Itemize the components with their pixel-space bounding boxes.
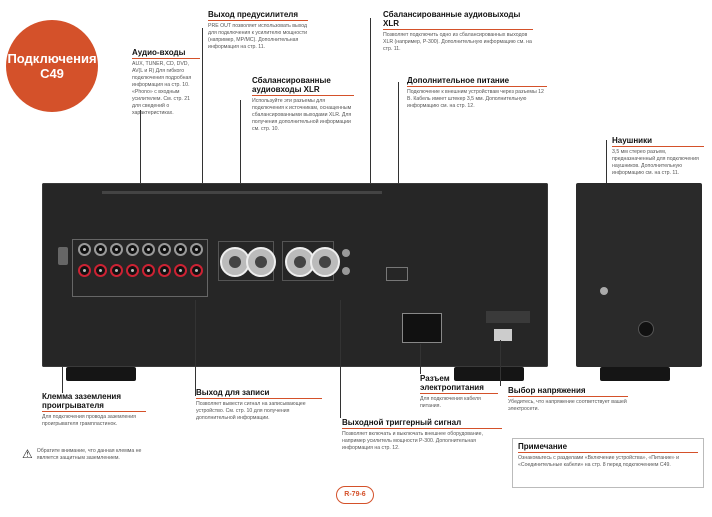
rca-jack[interactable] [174,264,187,277]
note-title: Примечание [518,442,568,451]
leader-line [500,340,501,386]
warning-text: Обратите внимание, что данная клемма не … [36,448,142,461]
bal-xlr-top-callout: Сбалансированные аудиовыходы XLR Позволя… [383,10,533,53]
rca-jack[interactable] [158,243,171,256]
note-text: Ознакомьтесь с разделами «Включение устр… [518,455,679,468]
side-knob[interactable] [638,321,654,337]
rca-jack[interactable] [158,264,171,277]
rca-jack[interactable] [110,264,123,277]
rca-jack[interactable] [142,243,155,256]
leader-line [370,18,371,218]
bal-xlr-top-title: Сбалансированные аудиовыходы XLR [383,10,521,28]
unit-foot [600,367,670,381]
rca-jack[interactable] [78,243,91,256]
aux-power-title: Дополнительное питание [407,76,510,85]
warning-callout: ⚠ Обратите внимание, что данная клемма н… [22,448,146,462]
pre-out-text: PRE OUT позволяет использовать выход для… [208,23,308,50]
note-box: Примечание Ознакомьтесь с разделами «Вкл… [512,438,704,488]
rec-out-title: Выход для записи [196,388,270,397]
headphones-callout: Наушники 3,5 мм стерео разъем, предназна… [612,136,704,177]
xlr-in-connector[interactable] [246,247,276,277]
ground-title: Клемма заземления проигрывателя [42,392,121,410]
audio-in-title: Аудио-входы [132,48,186,57]
trigger-jack[interactable] [342,249,350,257]
rec-out-callout: Выход для записи Позволяет вывести сигна… [196,388,322,422]
aux-power-jacks[interactable] [386,267,408,281]
headphones-title: Наушники [612,136,653,145]
power-conn-callout: Разъем электропитания Для подключения ка… [420,374,498,410]
side-panel [576,183,702,367]
voltage-callout: Выбор напряжения Убедитесь, что напряжен… [508,386,628,413]
rca-bank [72,239,208,297]
label-plate [486,311,530,323]
rca-jack[interactable] [94,264,107,277]
rca-jack[interactable] [94,243,107,256]
badge-line2: C49 [40,66,64,81]
trigger-jack[interactable] [342,267,350,275]
power-inlet[interactable] [402,313,442,343]
headphones-text: 3,5 мм стерео разъем, предназначенный дл… [612,149,699,176]
trigger-title: Выходной триггерный сигнал [342,418,462,427]
audio-in-callout: Аудио-входы AUX, TUNER, CD, DVD, AV(L и … [132,48,200,117]
rca-jack[interactable] [142,264,155,277]
leader-line [202,28,203,238]
warning-icon: ⚠ [22,447,33,461]
voltage-selector[interactable] [494,329,512,341]
unit-foot [66,367,136,381]
voltage-title: Выбор напряжения [508,386,586,395]
rca-jack[interactable] [190,243,203,256]
aux-power-callout: Дополнительное питание Подключение к вне… [407,76,547,110]
power-conn-title: Разъем электропитания [420,374,484,392]
panel-rail [102,191,382,194]
section-badge: Подключения C49 [6,20,98,112]
bal-xlr-mid-text: Используйте эти разъемы для подключения … [252,98,352,132]
xlr-out-connector[interactable] [285,247,315,277]
aux-power-text: Подключение к внешним устройствам через … [407,89,544,109]
rca-jack[interactable] [174,243,187,256]
leader-line [240,100,241,225]
leader-line [195,300,196,396]
leader-line [398,82,399,254]
audio-in-text: AUX, TUNER, CD, DVD, AV(L и R) Для гибко… [132,61,192,116]
page-number: R-79-6 [336,486,374,504]
ground-callout: Клемма заземления проигрывателя Для подк… [42,392,146,428]
xlr-out-connector[interactable] [310,247,340,277]
bal-xlr-mid-title: Сбалансированные аудиовходы XLR [252,76,331,94]
trigger-callout: Выходной триггерный сигнал Позволяет вкл… [342,418,502,452]
rca-jack[interactable] [126,243,139,256]
pre-out-callout: Выход предусилителя PRE OUT позволяет ис… [208,10,308,51]
rca-jack[interactable] [110,243,123,256]
rca-jack[interactable] [190,264,203,277]
leader-line [420,344,421,374]
trigger-text: Позволяет включать и выключать внешнее о… [342,431,483,451]
voltage-text: Убедитесь, что напряжение соответствует … [508,399,627,412]
pre-out-title: Выход предусилителя [208,10,299,19]
bal-xlr-top-text: Позволяет подключить одно из сбалансиров… [383,32,532,52]
bal-xlr-mid-callout: Сбалансированные аудиовходы XLR Использу… [252,76,354,133]
rca-jack[interactable] [126,264,139,277]
unit-foot [454,367,524,381]
leader-line [62,367,63,393]
ground-terminal[interactable] [58,247,68,265]
ground-text: Для подключения провода заземления проиг… [42,414,136,427]
leader-line [340,300,341,418]
headphone-jack[interactable] [600,287,608,295]
leader-line [140,110,141,228]
badge-line1: Подключения [7,51,97,66]
rec-out-text: Позволяет вывести сигнал на записывающее… [196,401,306,421]
rca-jack[interactable] [78,264,91,277]
power-conn-text: Для подключения кабеля питания. [420,396,481,409]
